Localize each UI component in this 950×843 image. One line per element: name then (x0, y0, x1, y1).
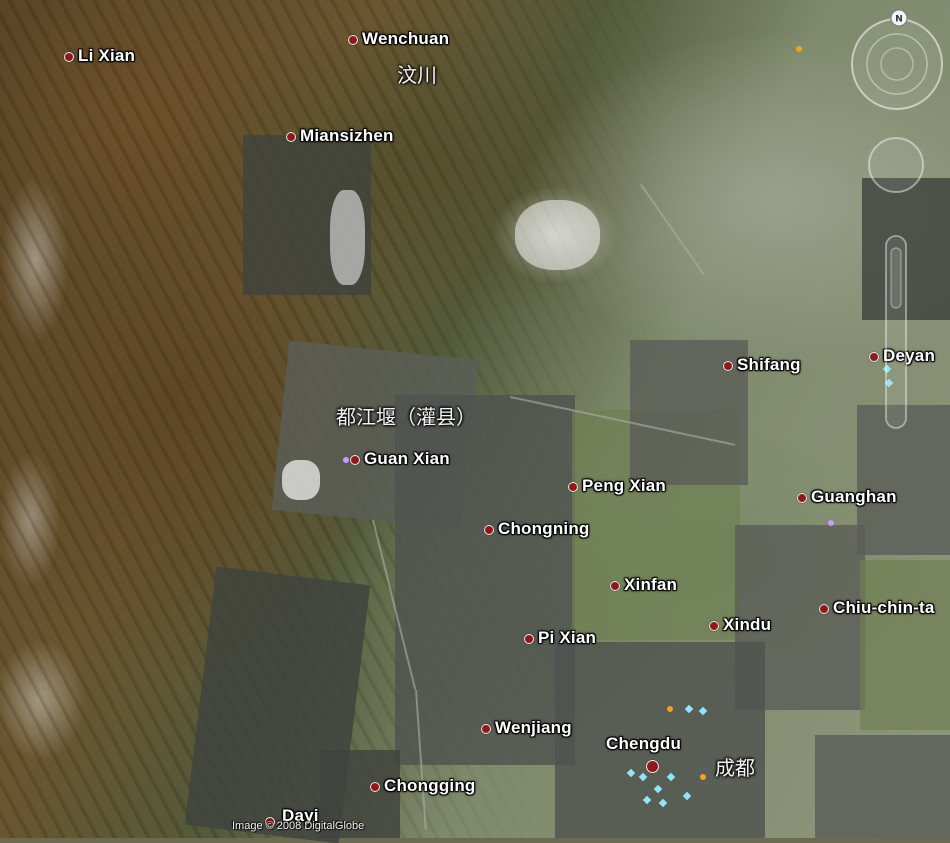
place-label[interactable]: Xindu (723, 615, 772, 634)
chinese-label-wenchuan: 汶川 (397, 63, 437, 87)
place-dot[interactable] (723, 361, 733, 371)
poi-marker[interactable] (343, 457, 349, 463)
place-dot[interactable] (709, 621, 719, 631)
place-label[interactable]: Wenchuan (362, 29, 450, 48)
imagery-credit: Image © 2008 DigitalGlobe (232, 820, 365, 832)
poi-marker[interactable] (828, 520, 834, 526)
poi-marker[interactable] (667, 706, 673, 712)
cloud-patch (282, 460, 320, 500)
place-dot[interactable] (265, 817, 275, 827)
place-label[interactable]: Pi Xian (538, 628, 597, 647)
place-dot[interactable] (869, 352, 879, 362)
place-label[interactable]: Chiu-chin-ta (833, 598, 935, 617)
imagery-tile (320, 750, 400, 838)
tilt-joystick[interactable] (868, 137, 924, 193)
imagery-tile (860, 560, 950, 730)
place-dot[interactable] (64, 52, 74, 62)
place-dot[interactable] (568, 482, 578, 492)
place-label[interactable]: Chengdu (606, 734, 682, 753)
place-label[interactable]: Chongning (498, 519, 590, 538)
imagery-tile (395, 395, 575, 765)
place-label[interactable]: Guan Xian (364, 449, 450, 468)
poi-marker[interactable] (796, 46, 802, 52)
place-dot[interactable] (481, 724, 491, 734)
compass-ring[interactable] (851, 18, 943, 110)
poi-marker[interactable] (700, 774, 706, 780)
place-dot[interactable] (350, 455, 360, 465)
place-dot[interactable] (797, 493, 807, 503)
place-label[interactable]: Peng Xian (582, 476, 666, 495)
place-label[interactable]: Chongging (384, 776, 476, 795)
place-dot[interactable] (819, 604, 829, 614)
place-label[interactable]: Dayi (282, 806, 319, 825)
imagery-tile (555, 642, 765, 838)
place-label[interactable]: Miansizhen (300, 126, 394, 145)
chinese-label-chengdu: 成都 (715, 756, 755, 780)
north-label: N (895, 15, 903, 25)
cloud-patch (330, 190, 365, 285)
place-dot[interactable] (524, 634, 534, 644)
place-dot[interactable] (348, 35, 358, 45)
imagery-tile (857, 405, 950, 555)
place-dot[interactable] (646, 760, 659, 773)
place-label[interactable]: Wenjiang (495, 718, 572, 737)
place-dot[interactable] (610, 581, 620, 591)
zoom-slider[interactable] (885, 235, 907, 429)
place-label[interactable]: Shifang (737, 355, 801, 374)
imagery-tile (815, 735, 950, 838)
place-label[interactable]: Xinfan (624, 575, 678, 594)
place-label[interactable]: Deyan (883, 346, 936, 365)
cloud-patch (515, 200, 600, 270)
north-indicator[interactable]: N (890, 9, 908, 27)
place-label[interactable]: Guanghan (811, 487, 897, 506)
place-dot[interactable] (484, 525, 494, 535)
place-label[interactable]: Li Xian (78, 46, 136, 65)
place-dot[interactable] (286, 132, 296, 142)
imagery-tile (862, 178, 950, 320)
place-dot[interactable] (370, 782, 380, 792)
chinese-label-dujiangyan: 都江堰（灌县） (336, 405, 476, 429)
